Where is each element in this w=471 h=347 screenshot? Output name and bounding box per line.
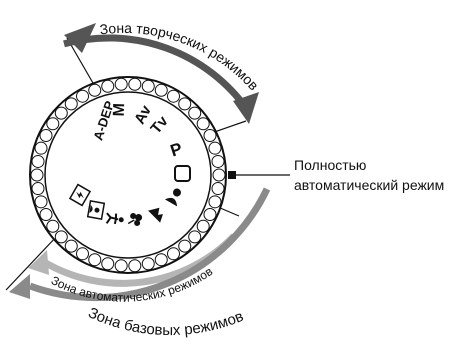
knurl-ring (196, 117, 210, 131)
basic-zone-start-line (5, 235, 58, 291)
knurl-ring (203, 129, 217, 143)
knurl-ring (154, 83, 168, 97)
full-auto-label-line1: Полностью (294, 157, 366, 173)
knurl-ring (211, 154, 225, 168)
knurl-ring (46, 117, 60, 131)
knurl-ring (31, 154, 45, 168)
mode-p: P (168, 139, 185, 161)
flower-icon (127, 213, 143, 226)
dial-knurling (30, 77, 226, 273)
knurl-ring (31, 182, 45, 196)
knurl-ring (167, 89, 180, 103)
knurl-ring (88, 253, 102, 267)
knurl-ring (101, 257, 115, 271)
knurl-ring (30, 168, 44, 182)
knurl-ring (141, 257, 155, 271)
knurl-ring (54, 106, 68, 120)
knurl-ring (128, 259, 142, 273)
knurl-ring (114, 259, 128, 273)
knurl-ring (34, 195, 48, 209)
knurl-ring (154, 253, 168, 267)
full-auto-label-line2: автоматический режим (294, 177, 444, 193)
running-man-icon (105, 212, 124, 225)
creative-zone-start-line (66, 37, 98, 91)
knurl-ring (212, 168, 226, 182)
knurl-ring (178, 97, 192, 111)
knurl-ring (88, 83, 102, 97)
knurl-ring (188, 230, 202, 244)
knurl-ring (188, 106, 202, 120)
knurl-ring (167, 247, 180, 261)
knurl-ring (39, 129, 53, 143)
basic-arrow-head (9, 274, 30, 299)
knurl-ring (39, 207, 53, 221)
knurl-ring (208, 141, 222, 155)
knurl-ring (141, 79, 155, 93)
flash-off-icon (68, 183, 92, 207)
knurl-ring (34, 141, 48, 155)
knurl-ring (211, 182, 225, 196)
knurl-ring (196, 219, 210, 233)
knurl-ring (76, 247, 89, 261)
knurl-ring (64, 239, 78, 253)
knurl-ring (203, 207, 217, 221)
knurl-ring (128, 77, 142, 91)
auto-arrow-head (28, 250, 49, 275)
dial-index-mark (228, 171, 236, 179)
landscape-icon (148, 207, 163, 223)
dial-inner-ring (44, 91, 212, 259)
knurl-ring (101, 79, 115, 93)
creative-zone-arrow (63, 23, 259, 124)
basic-zone-arrow (9, 187, 271, 302)
mode-dial[interactable]: A-DEP M Av Tv P (29, 76, 236, 274)
knurl-ring (64, 97, 78, 111)
creative-arrow-head-start (64, 23, 96, 53)
mode-m: M (111, 103, 128, 117)
full-auto-icon (174, 165, 191, 182)
knurl-ring (114, 77, 128, 91)
night-portrait-icon (86, 200, 106, 220)
basic-zone-label: Зона базовых режимов (86, 304, 246, 339)
knurl-ring (178, 239, 192, 253)
knurl-ring (208, 195, 222, 209)
knurl-ring (54, 230, 68, 244)
knurl-ring (46, 219, 60, 233)
creative-arrow-head-end (233, 92, 259, 124)
portrait-icon (164, 188, 181, 207)
knurl-ring (76, 89, 89, 103)
